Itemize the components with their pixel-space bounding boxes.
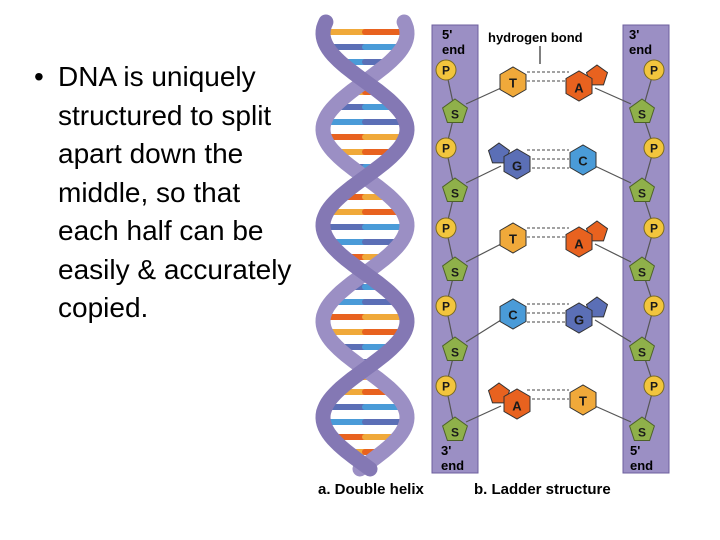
base-label: G	[512, 159, 522, 174]
phosphate-circle	[435, 375, 457, 397]
sugar-pentagon	[442, 98, 468, 123]
caption-ladder-structure: b. Ladder structure	[474, 481, 611, 498]
sugar-base-link	[465, 319, 502, 343]
base-hexagon	[499, 298, 527, 330]
left-backbone	[431, 24, 479, 474]
phosphate-label: P	[442, 63, 450, 77]
base-label: A	[574, 237, 584, 252]
bullet-text: DNA is uniquely structured to split apar…	[58, 61, 292, 323]
phosphate-circle	[643, 137, 665, 159]
left-top-end-word: end	[442, 42, 465, 57]
right-bottom-end-prime: 5'	[630, 443, 640, 458]
sugar-base-link	[594, 243, 632, 263]
left-bottom-end-label: 3' end	[441, 443, 464, 473]
sugar-label: S	[451, 345, 459, 359]
phosphate-label: P	[650, 221, 658, 235]
base-label: A	[512, 399, 522, 414]
sugar-pentagon	[629, 256, 655, 281]
phosphate-label: P	[442, 379, 450, 393]
sugar-pentagon	[629, 177, 655, 202]
left-bottom-end-prime: 3'	[441, 443, 451, 458]
sugar-label: S	[638, 345, 646, 359]
base-label: T	[509, 76, 517, 91]
left-top-end-label: 5' end	[442, 27, 465, 57]
sugar-base-link	[594, 405, 632, 423]
hydrogen-bond-label: hydrogen bond	[488, 30, 583, 45]
left-bottom-end-word: end	[441, 458, 464, 473]
sugar-base-link	[594, 165, 632, 184]
right-top-end-word: end	[629, 42, 652, 57]
sugar-label: S	[638, 107, 646, 121]
base-hexagon	[503, 148, 531, 180]
sugar-base-link	[465, 87, 502, 105]
base-hexagon	[565, 302, 593, 334]
base-hexagon	[565, 70, 593, 102]
phosphate-circle	[643, 217, 665, 239]
sugar-label: S	[638, 425, 646, 439]
phosphate-label: P	[442, 221, 450, 235]
phosphate-label: P	[650, 379, 658, 393]
left-top-end-prime: 5'	[442, 27, 452, 42]
bullet-marker: •	[34, 61, 44, 92]
sugar-pentagon	[629, 98, 655, 123]
phosphate-circle	[435, 217, 457, 239]
sugar-pentagon	[442, 336, 468, 361]
base-label: C	[508, 308, 518, 323]
sugar-base-link	[465, 243, 502, 263]
phosphate-circle	[643, 59, 665, 81]
base-hexagon	[499, 222, 527, 254]
sugar-label: S	[638, 186, 646, 200]
right-bottom-end-label: 5' end	[630, 443, 653, 473]
base-label: A	[574, 81, 584, 96]
sugar-base-link	[465, 405, 502, 423]
phosphate-label: P	[650, 63, 658, 77]
base-hexagon	[499, 66, 527, 98]
right-top-end-label: 3' end	[629, 27, 652, 57]
sugar-pentagon	[442, 177, 468, 202]
sugar-pentagon	[442, 256, 468, 281]
right-top-end-prime: 3'	[629, 27, 639, 42]
sugar-pentagon	[442, 416, 468, 441]
bullet-point: • DNA is uniquely structured to split ap…	[34, 58, 304, 328]
right-bottom-end-word: end	[630, 458, 653, 473]
phosphate-label: P	[650, 299, 658, 313]
caption-double-helix: a. Double helix	[318, 481, 425, 498]
right-backbone-link	[641, 69, 655, 431]
right-backbone	[622, 24, 670, 474]
sugar-base-link	[594, 319, 632, 343]
helix-base-pairs	[320, 29, 410, 455]
sugar-pentagon	[629, 336, 655, 361]
phosphate-circle	[435, 137, 457, 159]
base-label: T	[509, 232, 517, 247]
phosphate-circle	[643, 375, 665, 397]
sugar-pentagon	[629, 416, 655, 441]
phosphate-label: P	[442, 299, 450, 313]
helix-strand-a	[315, 14, 415, 477]
phosphate-circle	[643, 295, 665, 317]
base-label: C	[578, 154, 588, 169]
base-hexagon	[503, 388, 531, 420]
phosphate-circle	[435, 59, 457, 81]
helix-strand-b	[315, 14, 415, 477]
phosphate-label: P	[442, 141, 450, 155]
ladder-structure: 5' end 3' end 3' end 5' end hydrogen bon…	[431, 24, 670, 474]
phosphate-label: P	[650, 141, 658, 155]
base-hexagon	[565, 226, 593, 258]
ladder-nodes: P P P P P P P P P P S S S S S S S S S S T A G C T A C G A T	[435, 59, 665, 441]
base-label: G	[574, 313, 584, 328]
sugar-label: S	[638, 265, 646, 279]
sugar-label: S	[451, 186, 459, 200]
sugar-label: S	[451, 425, 459, 439]
double-helix	[315, 14, 415, 477]
base-hexagon	[569, 384, 597, 416]
base-label: T	[579, 394, 587, 409]
phosphate-circle	[435, 295, 457, 317]
sugar-label: S	[451, 265, 459, 279]
sugar-base-link	[465, 165, 502, 184]
sugar-base-link	[594, 87, 632, 105]
base-hexagon	[569, 144, 597, 176]
sugar-label: S	[451, 107, 459, 121]
left-backbone-link	[445, 69, 456, 431]
